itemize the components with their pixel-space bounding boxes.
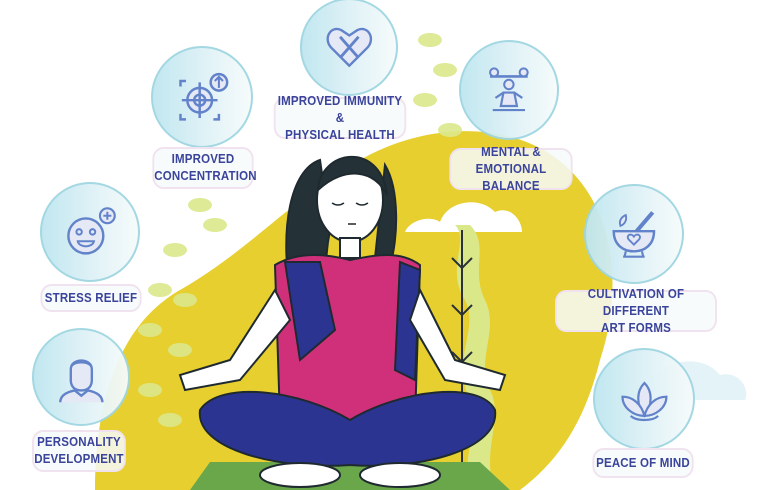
label-line: CULTIVATION OF DIFFERENT	[587, 286, 685, 318]
label-line: PEACE OF MIND	[596, 455, 690, 470]
label-line: MENTAL &	[481, 144, 541, 159]
mental-bubble	[459, 40, 559, 140]
label-line: PERSONALITY	[37, 435, 121, 449]
label-line: IMPROVED IMMUNITY &	[277, 93, 403, 125]
label-line: IMPROVED	[171, 152, 235, 166]
meditating-woman	[178, 155, 507, 488]
label-line: PHYSICAL HEALTH	[285, 127, 395, 142]
label-line: ART FORMS	[600, 320, 672, 335]
concentration-label: IMPROVED CONCENTRATION	[152, 147, 257, 189]
personality-bubble	[32, 328, 130, 426]
label-line: STRESS RELIEF	[44, 290, 138, 305]
person-head-icon	[58, 359, 104, 403]
stress-label: STRESS RELIEF	[40, 284, 142, 312]
immunity-label: IMPROVED IMMUNITY & PHYSICAL HEALTH	[273, 94, 407, 142]
mortar-heart-icon	[612, 211, 656, 258]
stress-bubble	[40, 182, 140, 282]
vine-leaves	[138, 33, 462, 427]
smiley-plus-icon	[67, 207, 116, 255]
heart-tools-icon	[326, 27, 372, 68]
concentration-bubble	[151, 46, 253, 148]
label-line: CONCENTRATION	[154, 169, 257, 183]
art-bubble	[584, 184, 684, 284]
immunity-bubble	[300, 0, 398, 96]
meditation-balance-icon	[489, 67, 529, 112]
mental-label: MENTAL & EMOTIONAL BALANCE	[449, 145, 573, 193]
art-label: CULTIVATION OF DIFFERENT ART FORMS	[555, 287, 717, 335]
lotus-icon	[620, 380, 668, 421]
personality-label: PERSONALITY DEVELOPMENT	[32, 430, 126, 472]
ground	[190, 462, 510, 490]
peace-bubble	[593, 348, 695, 450]
target-icon	[178, 72, 228, 121]
peace-label: PEACE OF MIND	[592, 448, 694, 478]
cloud	[405, 202, 522, 232]
label-line: DEVELOPMENT	[34, 452, 124, 466]
label-line: EMOTIONAL BALANCE	[475, 161, 547, 193]
